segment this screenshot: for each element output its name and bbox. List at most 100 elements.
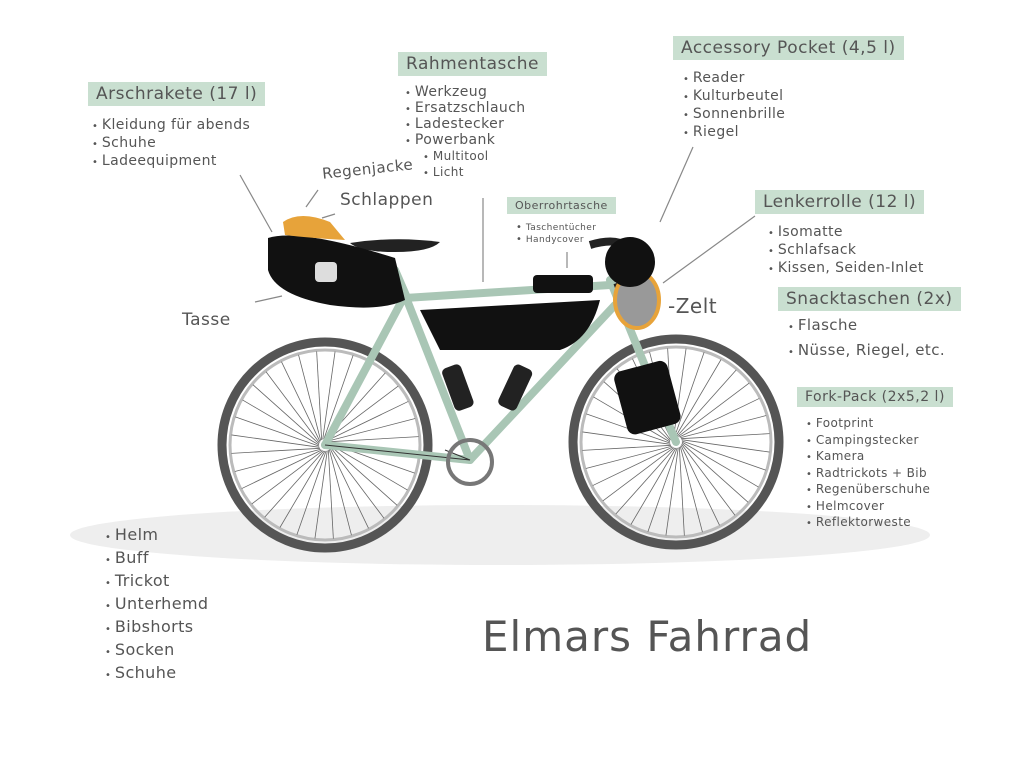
bottle <box>442 364 474 411</box>
spoke <box>630 447 677 525</box>
spoke <box>582 444 672 451</box>
spoke <box>592 446 673 486</box>
list-item: Kulturbeutel <box>683 88 785 106</box>
fork-pack-list: Footprint Campingstecker Kamera Radtrick… <box>806 416 930 532</box>
page-title: Elmars Fahrrad <box>482 612 813 661</box>
spoke <box>647 447 678 532</box>
list-item: Kleidung für abends <box>92 117 250 135</box>
spoke <box>680 445 720 526</box>
list-item: Reader <box>683 70 785 88</box>
spoke <box>314 450 328 539</box>
spoke <box>327 385 399 440</box>
list-item: Powerbank <box>405 133 526 149</box>
list-item: Sonnenbrille <box>683 106 785 124</box>
list-item: Footprint <box>806 416 930 433</box>
tasse-label: Tasse <box>182 310 231 330</box>
accessory-pocket-header: Accessory Pocket (4,5 l) <box>673 36 904 60</box>
spoke <box>231 447 321 454</box>
spoke <box>328 449 352 536</box>
spoke <box>241 449 322 489</box>
spoke <box>585 445 672 469</box>
accessory-pocket <box>605 237 655 287</box>
rahmentasche-list: Werkzeug Ersatzschlauch Ladestecker Powe… <box>405 85 526 181</box>
spoke <box>330 445 398 506</box>
spoke <box>329 436 419 443</box>
spoke <box>681 440 766 471</box>
list-item: Taschentücher <box>516 222 596 234</box>
spoke <box>678 446 685 536</box>
list-item: Ladeequipment <box>92 153 250 171</box>
spoke <box>678 382 750 437</box>
list-item: Flasche <box>788 314 945 339</box>
snacktaschen-list: Flasche Nüsse, Riegel, etc. <box>788 314 945 364</box>
list-item: Socken <box>105 640 208 663</box>
schlappen-label: Schlappen <box>340 190 434 210</box>
spoke <box>251 450 323 505</box>
list-item: Reflektorweste <box>806 515 930 532</box>
rahmentasche-header: Rahmentasche <box>398 52 547 76</box>
spoke <box>582 431 671 445</box>
spoke <box>235 416 320 447</box>
list-item: Multitool <box>405 149 526 165</box>
oberrohrtasche-list: Taschentücher Handycover <box>516 222 596 246</box>
fork-pack-header: Fork-Pack (2x5,2 l) <box>797 387 953 407</box>
jacket-roll <box>283 216 345 240</box>
lenkerrolle-header: Lenkerrolle (12 l) <box>755 190 925 214</box>
arschrakete-list: Kleidung für abends Schuhe Ladeequipment <box>92 117 250 171</box>
spoke <box>679 398 760 438</box>
spoke <box>615 447 676 515</box>
spoke <box>665 447 679 536</box>
list-item: Riegel <box>683 124 785 142</box>
spoke <box>679 446 703 533</box>
spoke <box>322 351 336 440</box>
spoke <box>680 433 770 440</box>
ground-shadow <box>70 505 930 565</box>
spoke <box>330 444 408 491</box>
bottle <box>498 364 533 411</box>
leader-lines <box>239 146 756 303</box>
list-item: Radtrickots + Bib <box>806 466 930 483</box>
spoke <box>681 442 749 503</box>
list-item: Kamera <box>806 449 930 466</box>
spoke <box>674 352 705 437</box>
spoke <box>681 444 736 516</box>
spoke <box>231 434 320 448</box>
list-item: Regenüberschuhe <box>806 482 930 499</box>
spoke <box>316 351 323 441</box>
accessory-pocket-list: Reader Kulturbeutel Sonnenbrille Riegel <box>683 70 785 142</box>
list-item: Schuhe <box>105 663 208 686</box>
spoke <box>265 371 320 443</box>
spoke <box>327 449 334 539</box>
snacktaschen-header: Snacktaschen (2x) <box>778 287 961 311</box>
fork-pack <box>614 360 681 435</box>
spoke <box>234 448 321 472</box>
spoke <box>328 401 409 441</box>
spoke <box>279 450 326 528</box>
top-tube-bag <box>533 275 593 293</box>
spoke <box>281 361 321 442</box>
spoke <box>602 447 674 502</box>
list-item: Schlafsack <box>768 242 924 260</box>
spoke <box>329 448 369 529</box>
saddle <box>350 239 440 252</box>
list-item: Kissen, Seiden-Inlet <box>768 260 924 278</box>
spoke <box>330 447 385 519</box>
spoke <box>681 441 759 488</box>
list-item: Isomatte <box>768 224 924 242</box>
list-item: Unterhemd <box>105 594 208 617</box>
list-item: Bibshorts <box>105 617 208 640</box>
front-wheel <box>568 334 784 550</box>
spoke <box>329 418 416 442</box>
list-item: Campingstecker <box>806 433 930 450</box>
list-item: Handycover <box>516 234 596 246</box>
zelt-label: -Zelt <box>668 294 718 318</box>
frame-bag <box>420 300 600 350</box>
list-item: Helm <box>105 525 208 548</box>
spoke <box>242 399 320 446</box>
list-item: Ersatzschlauch <box>405 101 526 117</box>
list-item: Trickot <box>105 571 208 594</box>
mug <box>315 262 337 282</box>
rear-wheel <box>217 337 433 553</box>
